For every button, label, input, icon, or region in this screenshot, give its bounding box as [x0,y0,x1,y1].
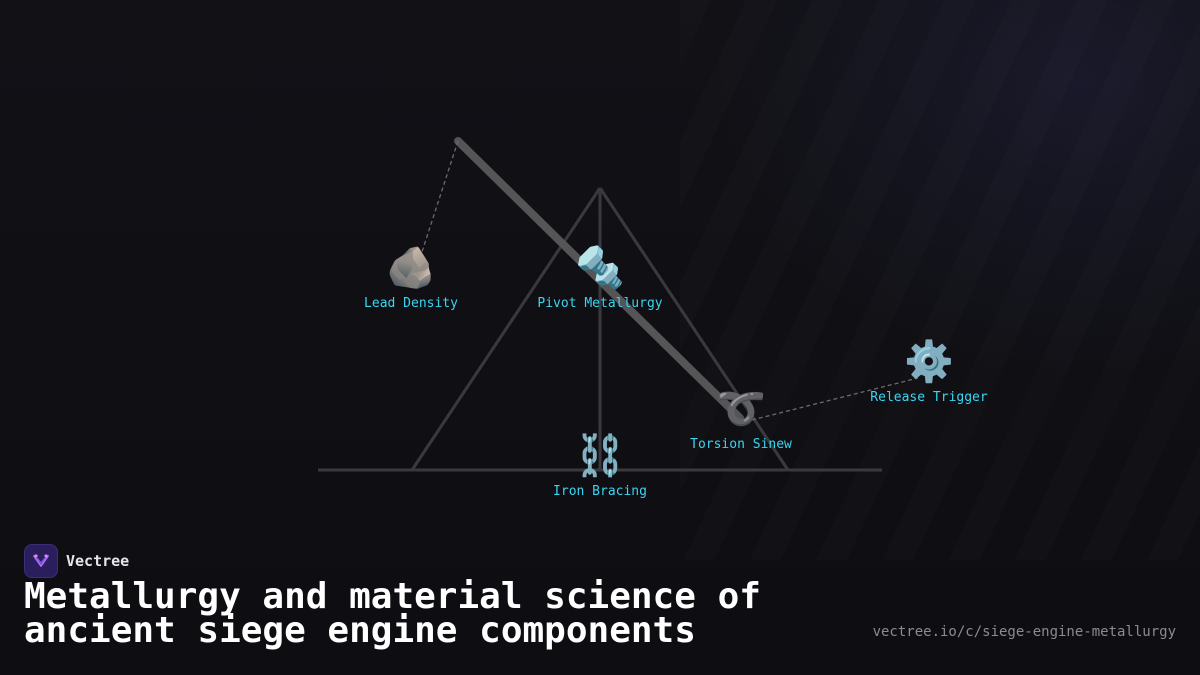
node-label: Iron Bracing [553,484,647,499]
brand-name: Vectree [66,552,130,570]
node-label: Torsion Sinew [690,437,792,452]
gear-icon: ⚙️ [904,339,954,385]
trigger-link [751,377,919,421]
node-label: Pivot Metallurgy [537,296,663,311]
node-torsion-sinew[interactable]: ➰ Torsion Sinew [690,385,792,452]
node-label: Release Trigger [870,390,988,405]
brand[interactable]: Vectree [24,544,129,578]
node-lead-density[interactable]: 🪨 Lead Density [364,244,458,311]
node-iron-bracing[interactable]: ⛓️ Iron Bracing [553,432,647,499]
node-label: Lead Density [364,296,458,311]
vectree-logo-icon [24,544,58,578]
counterweight-rope [419,140,459,259]
node-pivot-metallurgy[interactable]: 🔩 Pivot Metallurgy [537,244,662,311]
page-url[interactable]: vectree.io/c/siege-engine-metallurgy [872,624,1176,640]
nut-bolt-icon: 🔩 [575,245,625,291]
chains-icon: ⛓️ [575,433,625,479]
rock-icon: 🪨 [386,245,436,291]
throwing-arm [454,137,744,422]
page-title: Metallurgy and material science of ancie… [24,576,761,651]
loop-icon: ➰ [716,386,766,432]
frame-right-leg [598,187,790,471]
frame-left-leg [410,187,602,471]
node-release-trigger[interactable]: ⚙️ Release Trigger [870,338,987,405]
